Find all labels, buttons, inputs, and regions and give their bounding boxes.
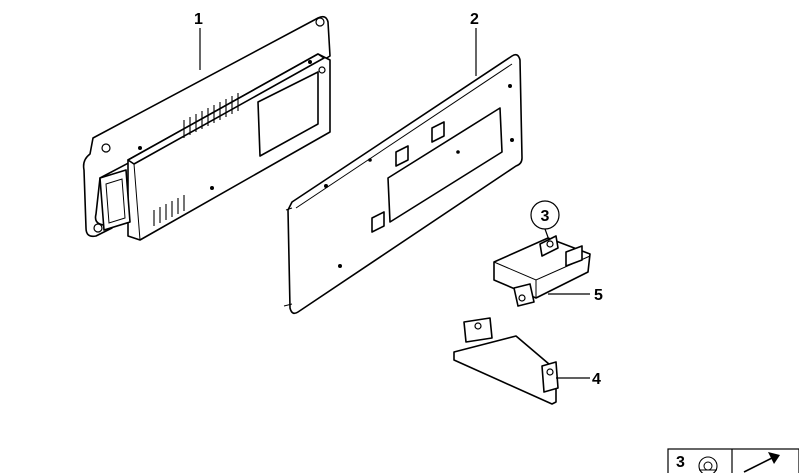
callout-1: 1 xyxy=(194,11,203,70)
part-5-small-module[interactable] xyxy=(493,235,591,307)
callout-4: 4 xyxy=(556,371,601,388)
callout-label-5: 5 xyxy=(594,287,603,304)
arrow-icon xyxy=(743,452,780,473)
callout-label-1: 1 xyxy=(194,11,203,28)
callout-label-3: 3 xyxy=(541,208,550,225)
vent-grill-bottom xyxy=(153,195,185,226)
vent-grill-top xyxy=(183,93,239,138)
part-1-control-module[interactable] xyxy=(82,15,331,241)
part-4-lower-bracket[interactable] xyxy=(453,317,559,405)
callout-label-4: 4 xyxy=(592,371,601,388)
legend-item-number: 3 xyxy=(676,454,685,471)
callout-2: 2 xyxy=(470,11,479,76)
nut-icon xyxy=(698,456,718,473)
callout-label-2: 2 xyxy=(470,11,479,28)
callout-3: 3 xyxy=(530,200,560,241)
part-2-bracket-plate[interactable] xyxy=(283,53,523,315)
callout-5: 5 xyxy=(548,287,603,304)
parts-legend: 3 xyxy=(667,448,799,473)
